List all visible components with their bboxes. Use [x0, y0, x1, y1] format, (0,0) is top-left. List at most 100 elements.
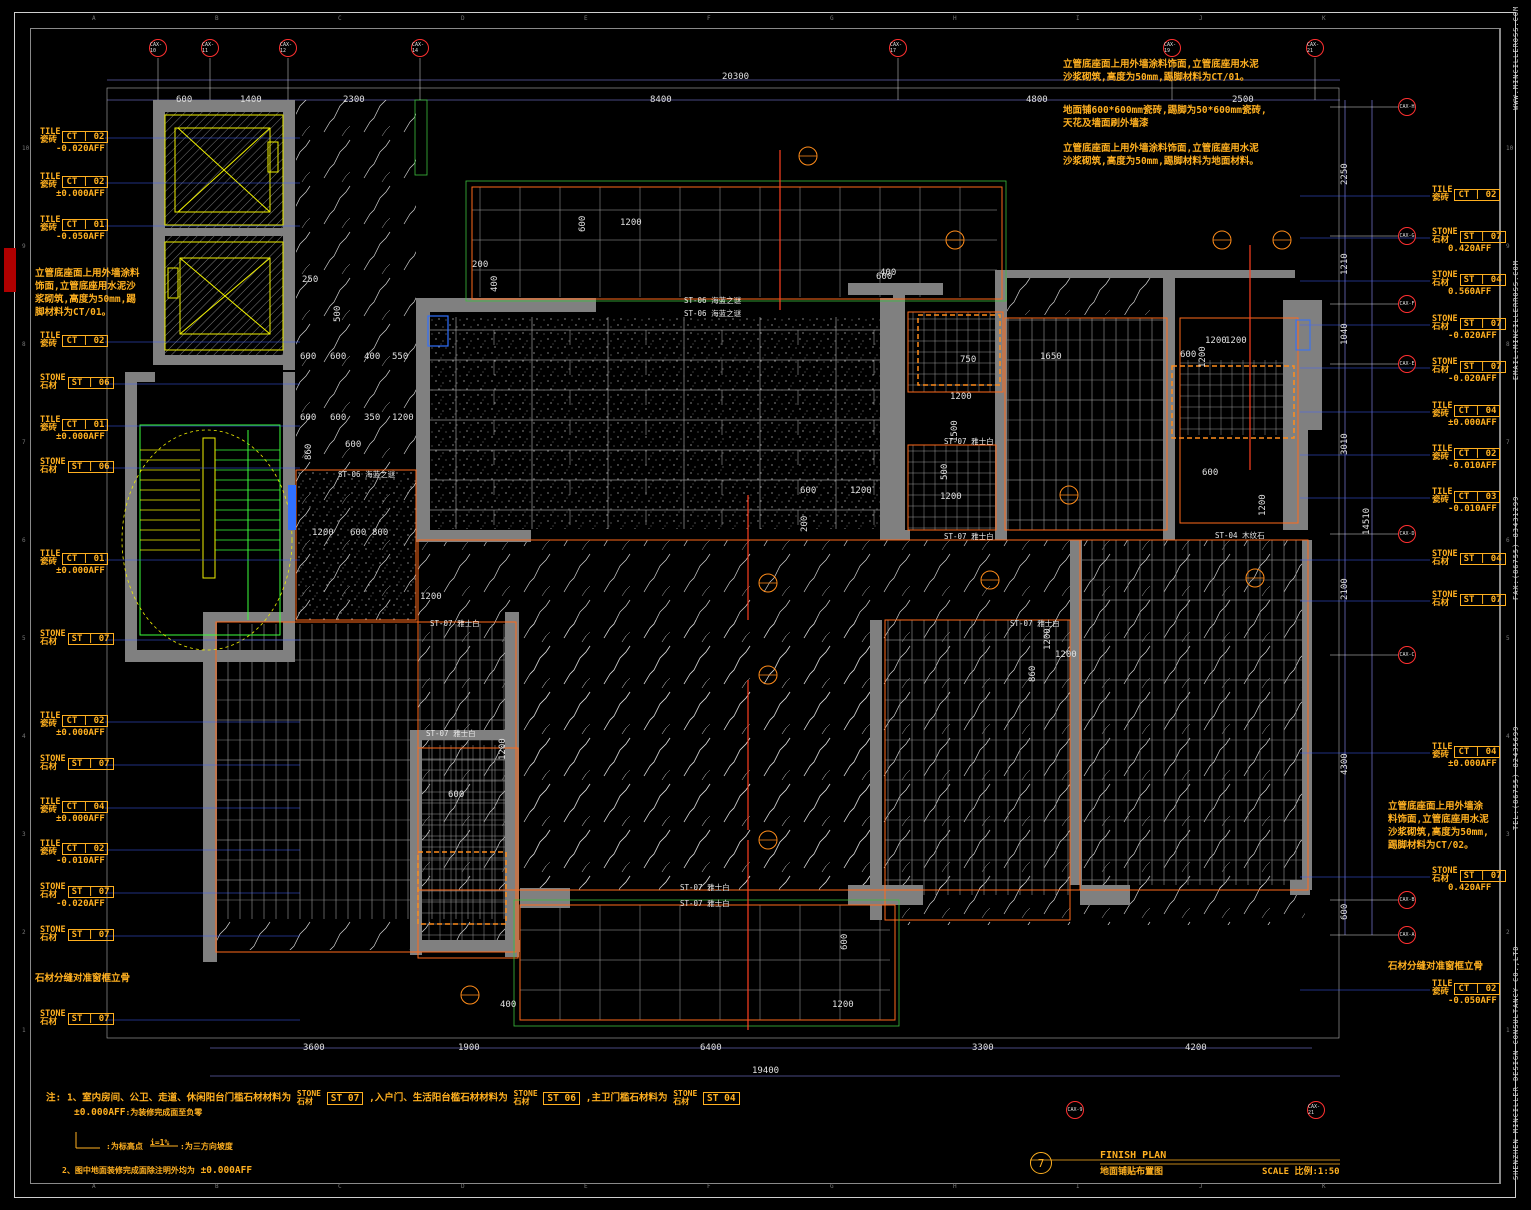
grid-ref-number: 3	[22, 831, 26, 838]
grid-ref-letter: J	[1199, 1183, 1203, 1190]
axis-bubble: CAX-12	[279, 39, 297, 57]
wall-segment	[1080, 885, 1130, 905]
dimension-label: 600	[1340, 903, 1350, 920]
wall-segment	[203, 612, 217, 962]
grid-ref-letter: I	[1076, 1183, 1080, 1190]
wall-segment	[995, 270, 1175, 278]
grid-ref-number: 7	[1506, 439, 1510, 446]
note-top-2: 地面铺600*600mm瓷砖,踢脚为50*600mm瓷砖,天花及墙面刷外墙漆	[1063, 105, 1267, 129]
footer-slope-desc: :为三方向坡度	[180, 1142, 233, 1151]
dimension-label: 550	[392, 352, 409, 362]
side-strip	[1500, 28, 1517, 1184]
grid-ref-letter: B	[215, 15, 219, 22]
dimension-label: 1200	[850, 486, 872, 496]
wall-segment	[1163, 270, 1175, 540]
axis-bubble: CAX-A	[1398, 926, 1416, 944]
grid-ref-letter: F	[707, 15, 711, 22]
dimension-label: 2500	[1232, 95, 1254, 105]
dimension-label: 1040	[1340, 323, 1350, 345]
rail-left-top	[414, 99, 428, 176]
grid-ref-letter: E	[584, 1183, 588, 1190]
balcony-rail-bottom	[513, 899, 900, 1027]
footer-slope-label: i=1%	[150, 1138, 170, 1147]
dimension-label: 350	[364, 413, 381, 423]
dimension-label: 500	[333, 305, 343, 322]
inner-frame	[30, 28, 1500, 1184]
dimension-label: 1200	[1205, 336, 1227, 346]
dimension-label: 600	[330, 352, 347, 362]
dimension-label: 20300	[722, 72, 750, 82]
dimension-label: 1210	[1340, 253, 1350, 275]
grid-ref-number: 5	[1506, 635, 1510, 642]
footer-arrow-desc: :为标高点	[106, 1142, 143, 1151]
wall-segment	[995, 270, 1007, 540]
grid-ref-number: 1	[1506, 1027, 1510, 1034]
footer-level-line: ±0.000AFF:为装修完成面至负零	[74, 1107, 203, 1118]
grid-ref-letter: C	[338, 15, 342, 22]
note-top-3: 立管底座面上用外墙涂料饰面,立管底座用水泥沙浆砌筑,高度为50mm,踢脚材料为地…	[1063, 143, 1259, 167]
dimension-label: 600	[578, 215, 588, 232]
grid-ref-letter: A	[92, 1183, 96, 1190]
dimension-label: 1200	[1043, 628, 1053, 650]
dimension-label: 600	[1180, 350, 1197, 360]
living-brick	[427, 317, 893, 529]
room-outline	[884, 619, 1071, 921]
dimension-label: 600	[300, 352, 317, 362]
stair-handrail	[202, 437, 216, 579]
grid-ref-number: 3	[1506, 831, 1510, 838]
area-material-label: ST-07 雅士白	[1010, 619, 1060, 628]
dimension-label: 3600	[303, 1043, 325, 1053]
note-left-1: 立管底座面上用外墙涂料饰面,立管底座用水泥沙浆砌筑,高度为50mm,踢脚材料为C…	[35, 268, 140, 318]
dimension-label: 750	[960, 355, 977, 365]
dimension-label: 1900	[458, 1043, 480, 1053]
grid-ref-letter: K	[1322, 1183, 1326, 1190]
wall-segment	[520, 888, 570, 908]
dimension-label: 1200	[1198, 346, 1208, 368]
area-material-label: ST-06 海蓝之谜	[684, 309, 742, 318]
dimension-label: 600	[300, 413, 317, 423]
dimension-label: 1200	[312, 528, 334, 538]
axis-bubble: CAX-D	[1398, 525, 1416, 543]
axis-bubble: CAX-21	[1306, 39, 1324, 57]
dimension-label: 4300	[1340, 753, 1350, 775]
grid-ref-letter: J	[1199, 15, 1203, 22]
area-material-label: ST-07 雅士白	[680, 883, 730, 892]
stair-arc	[121, 429, 293, 651]
dimension-label: 600	[350, 528, 367, 538]
area-material-label: ST-07 雅士白	[680, 899, 730, 908]
bath-grid-2	[908, 445, 996, 530]
bath-highlight-2	[1171, 365, 1295, 439]
title-block: 7 FINISH PLAN 地面铺贴布置图 SCALE 比例:1:50	[1030, 1150, 1360, 1182]
dimension-label: 600	[840, 933, 850, 950]
upper-bedroom-planks	[1005, 318, 1167, 530]
dimension-label: 1200	[498, 738, 508, 760]
grid-ref-letter: D	[461, 15, 465, 22]
grid-ref-number: 2	[1506, 929, 1510, 936]
axis-bubble: CAX-E	[1398, 355, 1416, 373]
grid-ref-letter: C	[338, 1183, 342, 1190]
right-bedroom-planks	[885, 620, 1075, 895]
axis-bubble: CAX-19	[1163, 39, 1181, 57]
bath-grid-4	[420, 745, 515, 945]
dimension-label: 1200	[1225, 336, 1247, 346]
axis-bubble: CAX-17	[889, 39, 907, 57]
wall-segment	[153, 228, 295, 236]
dimension-label: 200	[472, 260, 489, 270]
master-bedroom-planks	[1082, 540, 1307, 885]
grid-ref-letter: G	[830, 1183, 834, 1190]
wall-segment	[410, 730, 422, 955]
balcony-rail-top	[465, 180, 1007, 302]
grid-ref-number: 9	[22, 243, 26, 250]
dimension-label: 400	[500, 1000, 517, 1010]
axis-bubble: CAX-G	[1398, 227, 1416, 245]
note-stone-right: 石材分缝对准窗框立骨	[1388, 961, 1484, 972]
grid-ref-letter: E	[584, 15, 588, 22]
grid-ref-letter: G	[830, 15, 834, 22]
elevator-2-x2	[179, 257, 271, 335]
grid-ref-letter: I	[1076, 15, 1080, 22]
area-material-label: ST-06 海蓝之谜	[338, 470, 396, 479]
